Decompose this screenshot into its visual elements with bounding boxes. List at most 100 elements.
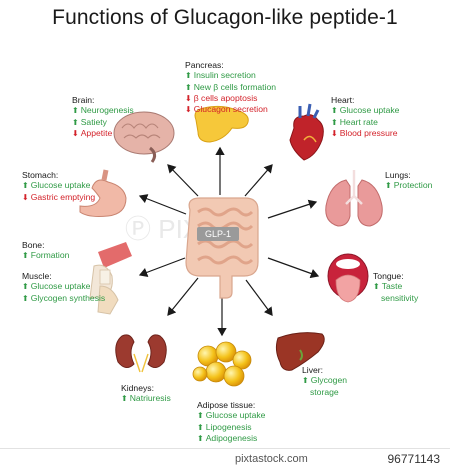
kidneys-name: Kidneys:: [121, 383, 154, 393]
intestine-icon: [185, 197, 259, 299]
pancreas-name: Pancreas:: [185, 60, 224, 70]
decrease-arrow-icon: ⬇: [72, 128, 79, 138]
increase-arrow-icon: ⬆: [185, 71, 192, 81]
muscle-name: Muscle:: [22, 271, 52, 281]
muscle-effect-text: Glucose uptake: [30, 281, 91, 292]
pancreas-label: Pancreas:⬆Insulin secretion⬆New β cells …: [185, 60, 276, 115]
adipose-effect-text: Glucose uptake: [205, 410, 266, 421]
liver-name: Liver:: [302, 365, 324, 375]
brain-effect: ⬆Neurogenesis: [72, 105, 134, 116]
kidneys-icon: [115, 334, 167, 373]
heart-name: Heart:: [331, 95, 355, 105]
increase-arrow-icon: ⬆: [385, 181, 392, 191]
tongue-effect-text: sensitivity: [381, 292, 419, 303]
adipose-label: Adipose tissue:⬆Glucose uptake⬆Lipogenes…: [197, 400, 265, 444]
arrow-to-lungs: [267, 199, 318, 219]
bone-name: Bone:: [22, 240, 45, 250]
muscle-effect-text: Glycogen synthesis: [30, 292, 106, 303]
increase-arrow-icon: ⬆: [373, 282, 380, 292]
increase-arrow-icon: ⬆: [72, 106, 79, 116]
increase-arrow-icon: ⬆: [331, 117, 338, 127]
increase-arrow-icon: ⬆: [197, 411, 204, 421]
lungs-name: Lungs:: [385, 170, 411, 180]
muscle-effect: ⬆Glucose uptake: [22, 281, 105, 292]
pancreas-effect: ⬆Insulin secretion: [185, 70, 276, 81]
glp1-label: GLP-1: [197, 227, 239, 241]
brain-effect-text: Satiety: [80, 116, 107, 127]
liver-effect: storage: [302, 387, 347, 397]
lungs-effect-text: Protection: [393, 180, 433, 191]
adipose-name: Adipose tissue:: [197, 400, 256, 410]
brain-label: Brain:⬆Neurogenesis⬆Satiety⬇Appetite: [72, 95, 134, 139]
brain-name: Brain:: [72, 95, 95, 105]
tongue-name: Tongue:: [373, 271, 404, 281]
increase-arrow-icon: ⬆: [197, 433, 204, 443]
increase-arrow-icon: ⬆: [22, 181, 29, 191]
brain-effect-text: Neurogenesis: [80, 105, 134, 116]
decrease-arrow-icon: ⬇: [185, 93, 192, 103]
liver-effect-text: storage: [310, 386, 339, 397]
arrow-to-tongue: [267, 257, 320, 279]
pancreas-effect: ⬇Glucagon secretion: [185, 104, 276, 115]
heart-effect-text: Blood pressure: [339, 127, 398, 138]
liver-effect-text: Glycogen: [310, 375, 348, 386]
bone-effect: ⬆Formation: [22, 250, 69, 261]
heart-effect: ⬇Blood pressure: [331, 128, 399, 139]
bone-effect-text: Formation: [30, 250, 70, 261]
increase-arrow-icon: ⬆: [185, 82, 192, 92]
stomach-name: Stomach:: [22, 170, 59, 180]
stomach-effect-text: Glucose uptake: [30, 180, 91, 191]
heart-icon: [289, 103, 324, 161]
increase-arrow-icon: ⬆: [22, 251, 29, 261]
liver-icon: [275, 332, 325, 371]
decrease-arrow-icon: ⬇: [185, 105, 192, 115]
arrow-to-brain: [167, 164, 199, 197]
decrease-arrow-icon: ⬇: [22, 192, 29, 202]
tongue-icon: [327, 253, 369, 303]
pancreas-effect: ⬆New β cells formation: [185, 82, 276, 93]
adipose-effect: ⬆Adipogenesis: [197, 433, 265, 444]
pancreas-effect-text: New β cells formation: [193, 81, 277, 92]
increase-arrow-icon: ⬆: [121, 394, 128, 404]
lungs-effect: ⬆Protection: [385, 180, 432, 191]
stomach-icon: [79, 169, 127, 217]
stomach-effect: ⬆Glucose uptake: [22, 180, 95, 191]
increase-arrow-icon: ⬆: [22, 282, 29, 292]
tongue-effect: ⬆Taste: [373, 281, 418, 292]
heart-effect-text: Heart rate: [339, 116, 378, 127]
increase-arrow-icon: ⬆: [302, 376, 309, 386]
pancreas-effect-text: Insulin secretion: [193, 70, 256, 81]
heart-effect: ⬆Glucose uptake: [331, 105, 399, 116]
pancreas-icon: [194, 105, 249, 143]
brain-effect-text: Appetite: [80, 127, 113, 138]
increase-arrow-icon: ⬆: [331, 106, 338, 116]
knee-icon: [89, 242, 132, 315]
kidneys-label: Kidneys:⬆Natriuresis: [121, 383, 171, 405]
arrow-to-heart: [244, 164, 273, 197]
adipose-effect-text: Lipogenesis: [205, 421, 252, 432]
adipose-effect: ⬆Lipogenesis: [197, 422, 265, 433]
decrease-arrow-icon: ⬇: [331, 128, 338, 138]
kidneys-effect: ⬆Natriuresis: [121, 393, 171, 404]
pancreas-effect-text: β cells apoptosis: [193, 92, 258, 103]
muscle-effect: ⬆Glycogen synthesis: [22, 293, 105, 304]
tongue-effect-text: Taste: [381, 281, 403, 292]
adipose-icon: [192, 341, 252, 387]
stomach-label: Stomach:⬆Glucose uptake⬇Gastric emptying: [22, 170, 95, 203]
stomach-effect-text: Gastric emptying: [30, 191, 96, 202]
pancreas-effect: ⬇β cells apoptosis: [185, 93, 276, 104]
kidneys-effect-text: Natriuresis: [129, 393, 171, 404]
brain-effect: ⬆Satiety: [72, 117, 134, 128]
lungs-label: Lungs:⬆Protection: [385, 170, 432, 192]
adipose-effect: ⬆Glucose uptake: [197, 410, 265, 421]
stomach-effect: ⬇Gastric emptying: [22, 192, 95, 203]
footer-source: pixtastock.com: [235, 453, 308, 465]
heart-effect: ⬆Heart rate: [331, 117, 399, 128]
arrow-to-muscle: [138, 257, 186, 277]
footer-id: 96771143: [387, 452, 441, 466]
lungs-icon: [325, 170, 383, 227]
footer-bar: pixtastock.com 96771143: [0, 448, 450, 469]
